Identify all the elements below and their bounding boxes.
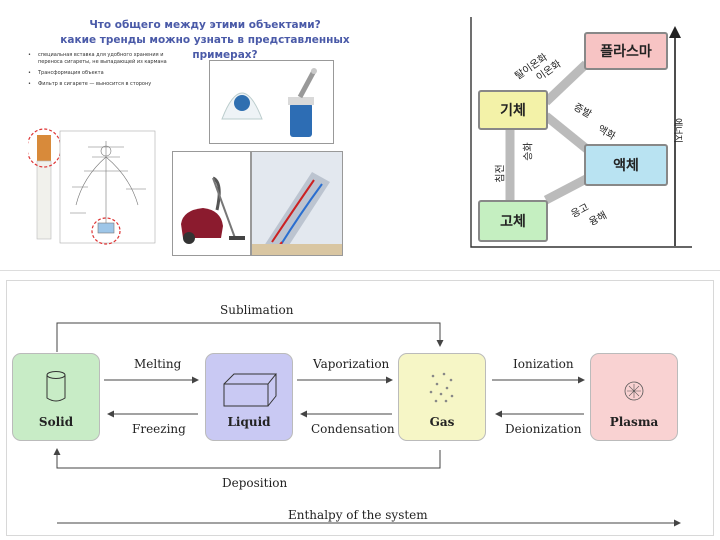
kr-liquid-box: 액체 — [584, 144, 668, 186]
kr-solid-box: 고체 — [478, 200, 548, 242]
spark-icon — [591, 380, 677, 402]
enthalpy-label: Enthalpy of the system — [288, 508, 428, 522]
kr-solid-label: 고체 — [500, 214, 526, 230]
sublimation-label: Sublimation — [220, 303, 294, 317]
slide-bullet: специальная вставка для удобного хранени… — [28, 52, 168, 66]
deposition-label: Deposition — [222, 476, 288, 490]
state-liquid: Liquid — [205, 353, 293, 441]
deionization-label: Deionization — [505, 422, 582, 436]
slide-title: Что общего между этими объектами? какие … — [40, 18, 370, 63]
cube-icon — [206, 370, 292, 408]
korean-phase-diagram: 플라스마 기체 액체 고체 탈이온화 이온화 증발 액화 침전 승화 응고 융해… — [470, 16, 692, 248]
state-solid-label: Solid — [38, 415, 74, 429]
kr-gas-box: 기체 — [478, 90, 548, 130]
state-solid: Solid — [12, 353, 100, 441]
kr-plasma-label: 플라스마 — [600, 44, 652, 60]
freezing-label: Freezing — [132, 422, 186, 436]
condensation-label: Condensation — [311, 422, 395, 436]
kr-liquid-label: 액체 — [613, 158, 639, 174]
slide-title-line: примерах? — [192, 49, 258, 61]
section-divider — [0, 270, 720, 271]
state-plasma-label: Plasma — [609, 415, 659, 429]
ionization-label: Ionization — [513, 357, 574, 371]
vaporization-label: Vaporization — [313, 357, 390, 371]
eraser-tube-image — [209, 60, 334, 144]
slide-title-line: Что общего между этими объектами? — [89, 19, 321, 31]
slide-bullet: Трансформация объекта — [28, 70, 168, 77]
cigarette-schematic-image — [28, 127, 162, 245]
kr-gas-label: 기체 — [500, 103, 526, 119]
melting-label: Melting — [134, 357, 182, 371]
slide-title-line: какие тренды можно узнать в представленн… — [60, 34, 350, 46]
particles-icon — [399, 370, 485, 404]
slide-bullet-list: специальная вставка для удобного хранени… — [28, 52, 168, 92]
cylinder-icon — [13, 370, 99, 404]
state-gas-label: Gas — [429, 415, 455, 429]
cyclone-image — [251, 151, 343, 256]
state-plasma: Plasma — [590, 353, 678, 441]
vacuum-image — [172, 151, 251, 256]
state-gas: Gas — [398, 353, 486, 441]
kr-plasma-box: 플라스마 — [584, 32, 668, 70]
state-liquid-label: Liquid — [227, 415, 271, 429]
phase-diagram-frame — [6, 280, 714, 536]
slide-bullet: Фильтр в сигарете — выносится в сторону — [28, 81, 168, 88]
